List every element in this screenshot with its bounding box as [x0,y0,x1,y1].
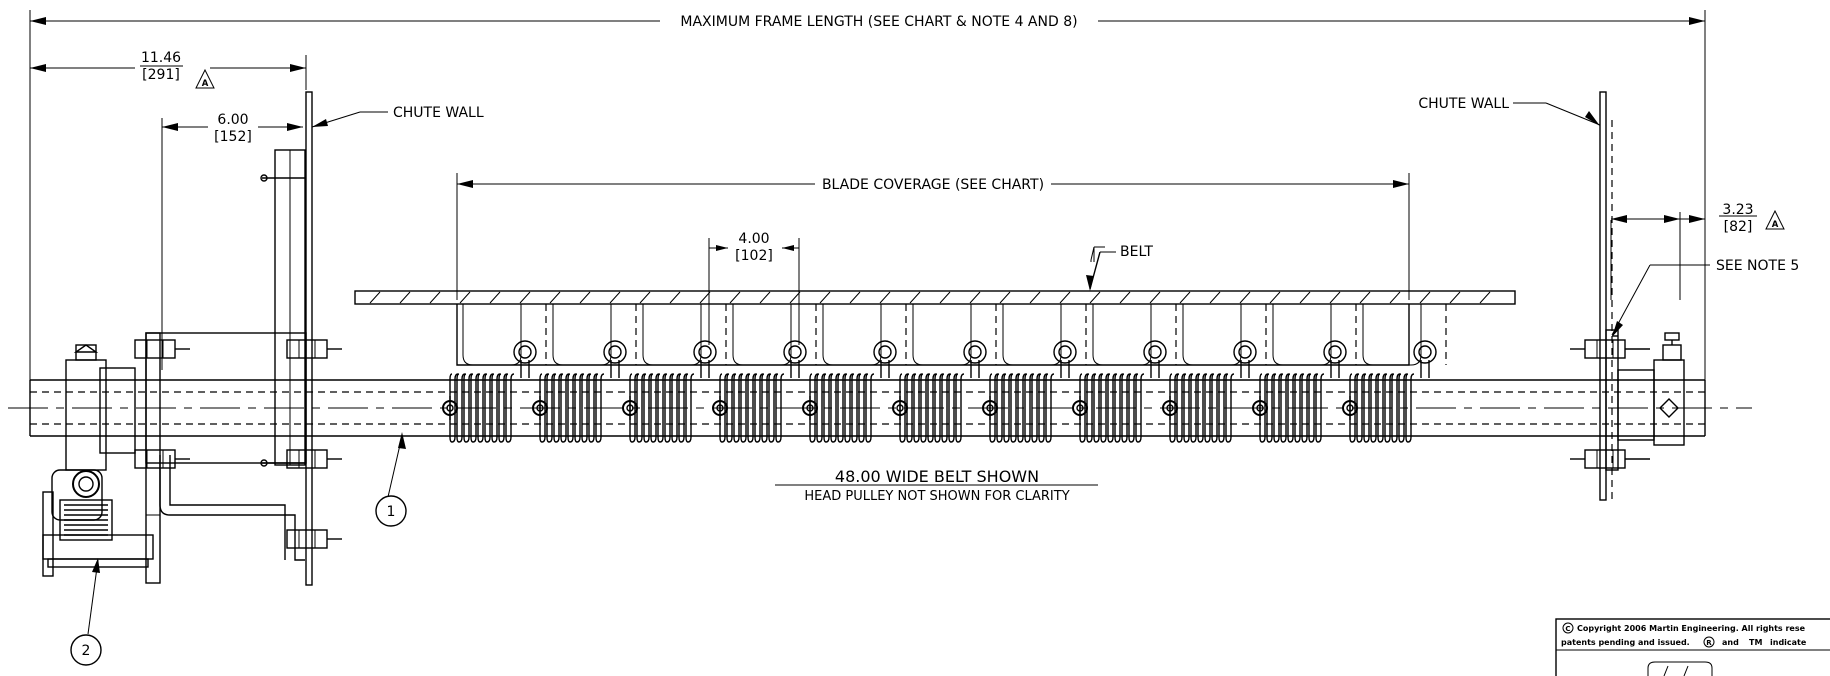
item-balloon-2: 2 [70,558,102,666]
frame-length-label: MAXIMUM FRAME LENGTH (SEE CHART & NOTE 4… [680,14,1077,30]
blade-module [1252,304,1357,443]
bracket-offset-value: 6.00 [217,112,248,128]
chute-wall-right-label: CHUTE WALL [1418,96,1509,112]
nut-stack-right-lower [1570,449,1650,469]
blade-module [982,304,1087,443]
chute-wall-left-label: CHUTE WALL [393,105,484,121]
left-mount-assembly [134,149,342,584]
logo-fragment [1647,661,1713,676]
blade-spacing-mm: [102] [735,248,773,264]
revision-triangle-icon: A [195,68,215,89]
left-offset-mm: [291] [142,67,180,83]
tensioner-spring [64,504,108,536]
revision-triangle-icon: A [1765,209,1785,230]
blade-coverage-dimension: BLADE COVERAGE (SEE CHART) [456,173,1410,300]
belt-label: BELT [1120,244,1153,260]
nut-stack-bottom [286,529,342,549]
right-offset-value: 3.23 [1722,202,1753,218]
right-offset-dimension: 3.23 [82] A [1610,202,1785,300]
left-offset-dimension: 11.46 [291] A [30,50,307,90]
blade-module [712,304,817,443]
blade-spacing-value: 4.00 [738,231,769,247]
registered-icon: R [1706,639,1712,647]
nut-stack-lower-left [134,449,190,469]
copyright-line-1: Copyright 2006 Martin Engineering. All r… [1577,624,1806,633]
main-shaft [8,379,1752,437]
blade-module [1342,304,1447,443]
belt: BELT [354,244,1516,305]
nut-stack-upper-right [286,339,342,359]
copyright-line-2: patents pending and issued. [1561,638,1690,647]
bracket-offset-mm: [152] [214,129,252,145]
cleaner-blades [442,304,1447,443]
right-offset-mm: [82] [1724,219,1753,235]
copyright-icon: C [1565,625,1570,633]
svg-text:A: A [202,79,209,89]
balloon-2-number: 2 [82,643,91,659]
see-note-5-callout: SEE NOTE 5 [1611,258,1799,337]
left-offset-value: 11.46 [141,50,181,66]
item-balloon-1: 1 [375,432,407,527]
blade-module [802,304,907,443]
blade-spacing-dimension: 4.00 [102] [708,231,800,345]
blade-module [442,304,547,443]
nut-stack-right-upper [1570,339,1650,359]
caption-sub: HEAD PULLEY NOT SHOWN FOR CLARITY [804,489,1069,504]
title-block: C Copyright 2006 Martin Engineering. All… [1555,618,1830,676]
right-chute-wall: CHUTE WALL [1418,91,1613,501]
blade-module [1162,304,1267,443]
copyright-indicate: indicate [1770,638,1807,647]
frame-length-dimension: MAXIMUM FRAME LENGTH (SEE CHART & NOTE 4… [29,10,1706,380]
drawing-caption: 48.00 WIDE BELT SHOWN HEAD PULLEY NOT SH… [775,467,1098,504]
nut-stack-lower-right [286,449,342,469]
copyright-and: and [1722,638,1739,647]
blade-module [532,304,637,443]
blade-module [892,304,997,443]
blade-module [622,304,727,443]
blade-coverage-label: BLADE COVERAGE (SEE CHART) [822,177,1044,193]
blade-module [1072,304,1177,443]
bracket-offset-dimension: 6.00 [152] [161,112,303,370]
svg-text:A: A [1772,220,1779,230]
belt-hatching [369,291,1491,304]
trademark-mark: TM [1749,638,1762,647]
nut-stack-upper-left [134,339,190,359]
caption-main: 48.00 WIDE BELT SHOWN [835,467,1039,486]
tensioner-assembly [42,344,154,577]
right-mount-assembly [1570,329,1685,471]
see-note-5-label: SEE NOTE 5 [1716,258,1799,274]
balloon-1-number: 1 [387,504,396,520]
